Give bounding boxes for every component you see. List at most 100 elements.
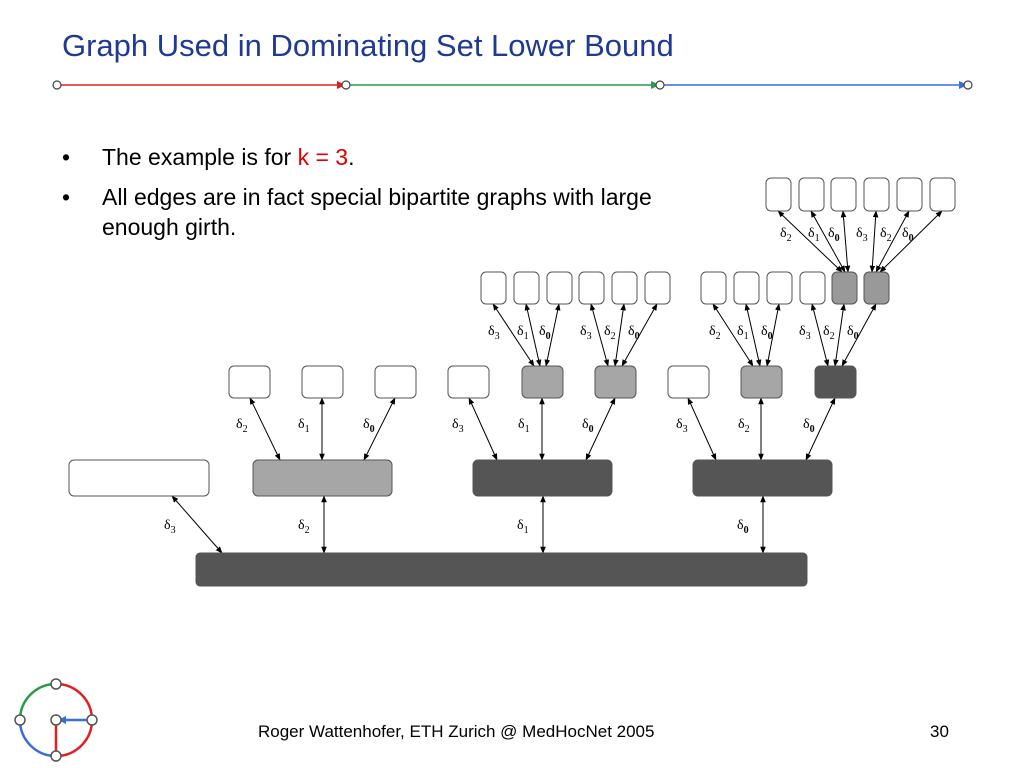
edge-label: δ1 [517, 518, 529, 536]
title-rule [52, 80, 973, 90]
edge-label: δ0 [363, 417, 375, 435]
bullet-list: • The example is for k = 3. • All edges … [62, 142, 682, 252]
edge-arrow [589, 303, 610, 367]
leaf-node [68, 459, 210, 497]
edge-label: δ0 [828, 226, 840, 244]
leaf-node [929, 177, 956, 212]
edge-label: δ0 [737, 518, 749, 536]
edge-label: δ0 [539, 324, 551, 342]
edge-label: δ3 [452, 417, 464, 435]
bullet-item: • The example is for k = 3. [62, 142, 682, 172]
logo-icon [14, 678, 98, 762]
leaf-node [578, 271, 605, 305]
edge-label: δ2 [880, 226, 892, 244]
bullet-text: The example is for [102, 144, 298, 170]
level3-node [863, 271, 890, 305]
level1-node [692, 459, 833, 497]
edge-arrow [585, 397, 616, 461]
edge-arrow [744, 303, 762, 367]
root-node [195, 552, 808, 587]
leaf-node [733, 271, 760, 305]
edge-label: δ3 [488, 324, 500, 342]
leaf-node [766, 271, 793, 305]
edge-arrow [687, 397, 717, 461]
edge-arrow [879, 210, 943, 273]
leaf-node [644, 271, 671, 305]
leaf-node [799, 271, 826, 305]
edge-arrow [613, 303, 626, 367]
leaf-node [896, 177, 923, 212]
edge-label: δ1 [518, 417, 530, 435]
edge-arrow [833, 303, 846, 367]
edge-label: δ1 [517, 324, 529, 342]
edge-arrow [249, 397, 281, 461]
leaf-node [830, 177, 857, 212]
edge-arrow [840, 210, 851, 273]
leaf-node [374, 365, 417, 399]
edge-arrow [810, 303, 830, 367]
edge-arrow [171, 495, 223, 554]
level2-node [740, 365, 783, 399]
edge-label: δ2 [604, 324, 616, 342]
edge-label: δ0 [803, 417, 815, 435]
edge-label: δ2 [298, 518, 310, 536]
edge-label: δ0 [761, 324, 773, 342]
edge-arrow [805, 397, 836, 461]
edge-label: δ0 [582, 417, 594, 435]
edge-label: δ2 [823, 324, 835, 342]
bullet-dot: • [62, 184, 71, 210]
edge-arrow [875, 210, 910, 273]
edge-label: δ1 [298, 417, 310, 435]
edge-label: δ3 [799, 324, 811, 342]
edge-label: δ2 [236, 417, 248, 435]
slide-number: 30 [930, 722, 949, 741]
level2-node [814, 365, 857, 399]
edge-arrow [841, 303, 877, 367]
edge-label: δ1 [737, 324, 749, 342]
leaf-node [765, 177, 792, 212]
edge-arrow [621, 303, 658, 367]
level1-node [252, 459, 393, 497]
level2-node [594, 365, 637, 399]
leaf-node [480, 271, 507, 305]
leaf-node [228, 365, 271, 399]
edge-arrow [524, 303, 542, 367]
edge-label: δ0 [628, 324, 640, 342]
edge-label: δ2 [780, 226, 792, 244]
edge-arrow [765, 303, 781, 367]
level2-node [521, 365, 564, 399]
bullet-dot: • [62, 144, 71, 170]
bullet-item: • All edges are in fact special bipartit… [62, 182, 682, 242]
leaf-node [667, 365, 710, 399]
bullet-text: All edges are in fact special bipartite … [102, 184, 652, 240]
leaf-node [513, 271, 540, 305]
edge-arrow [363, 397, 396, 461]
edge-arrow [544, 303, 561, 367]
bullet-text-end: . [348, 144, 355, 170]
edge-label: δ1 [808, 226, 820, 244]
leaf-node [611, 271, 638, 305]
leaf-node [447, 365, 490, 399]
level1-node [472, 459, 613, 497]
edge-arrow [810, 210, 846, 273]
edge-arrow [468, 397, 498, 461]
page-title: Graph Used in Dominating Set Lower Bound [62, 28, 674, 63]
edge-arrow [869, 210, 879, 273]
level3-node [831, 271, 858, 305]
leaf-node [546, 271, 573, 305]
edge-label: δ3 [580, 324, 592, 342]
edge-label: δ3 [164, 518, 176, 536]
edge-label: δ0 [847, 324, 859, 342]
bullet-highlight: k = 3 [297, 144, 349, 170]
leaf-node [863, 177, 890, 212]
footer-text: Roger Wattenhofer, ETH Zurich @ MedHocNe… [258, 722, 655, 741]
leaf-node [700, 271, 727, 305]
edge-label: δ3 [856, 226, 868, 244]
leaf-node [798, 177, 825, 212]
edge-label: δ3 [676, 417, 688, 435]
edge-label: δ2 [709, 324, 721, 342]
leaf-node [301, 365, 344, 399]
edge-label: δ0 [902, 226, 914, 244]
edge-label: δ2 [738, 417, 750, 435]
